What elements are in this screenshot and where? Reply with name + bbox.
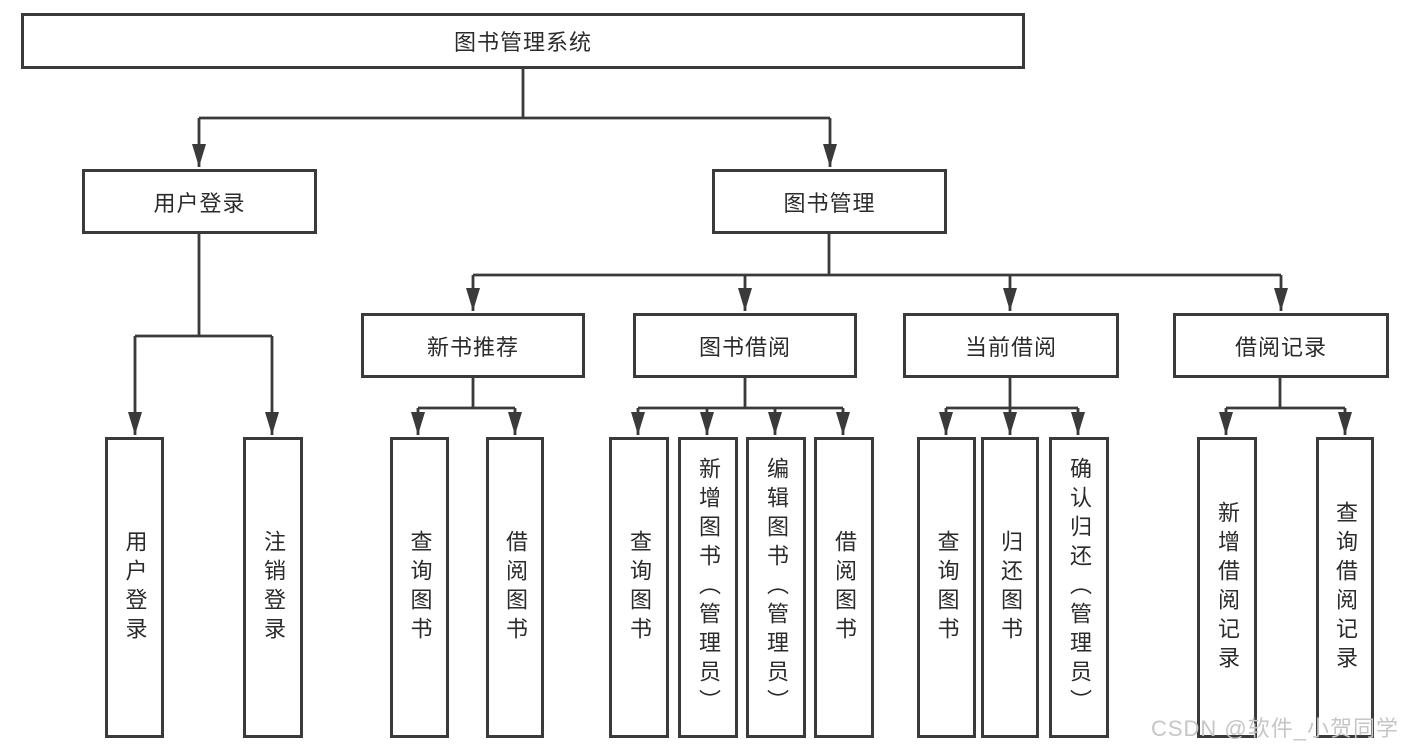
leaf-user-login: 用户登录 — [105, 437, 164, 738]
leaf-recommend-borrow-books: 借阅图书 — [486, 437, 544, 738]
leaf-recommend-query-books: 查询图书 — [390, 437, 449, 738]
leaf-current-confirm-return-admin: 确认归还（管理员） — [1049, 437, 1109, 738]
leaf-borrow-edit-books-admin: 编辑图书（管理员） — [746, 437, 806, 738]
node-new-book-recommend: 新书推荐 — [361, 313, 585, 378]
node-current-borrow: 当前借阅 — [903, 313, 1119, 378]
leaf-borrow-borrow-books: 借阅图书 — [814, 437, 874, 738]
leaf-records-add-record: 新增借阅记录 — [1197, 437, 1257, 738]
leaf-records-query-record: 查询借阅记录 — [1316, 437, 1374, 738]
leaf-current-query-books: 查询图书 — [917, 437, 976, 738]
leaf-logout: 注销登录 — [243, 437, 303, 738]
node-user-login-branch: 用户登录 — [82, 169, 317, 234]
node-borrow-records: 借阅记录 — [1173, 313, 1389, 378]
leaf-current-return-books: 归还图书 — [981, 437, 1039, 738]
node-root-system: 图书管理系统 — [21, 13, 1025, 69]
leaf-borrow-query-books: 查询图书 — [609, 437, 669, 738]
node-book-management-branch: 图书管理 — [712, 169, 947, 234]
csdn-watermark: CSDN @软件_小贺同学 — [1150, 716, 1399, 741]
leaf-borrow-add-books-admin: 新增图书（管理员） — [678, 437, 738, 738]
node-book-borrow: 图书借阅 — [633, 313, 857, 378]
